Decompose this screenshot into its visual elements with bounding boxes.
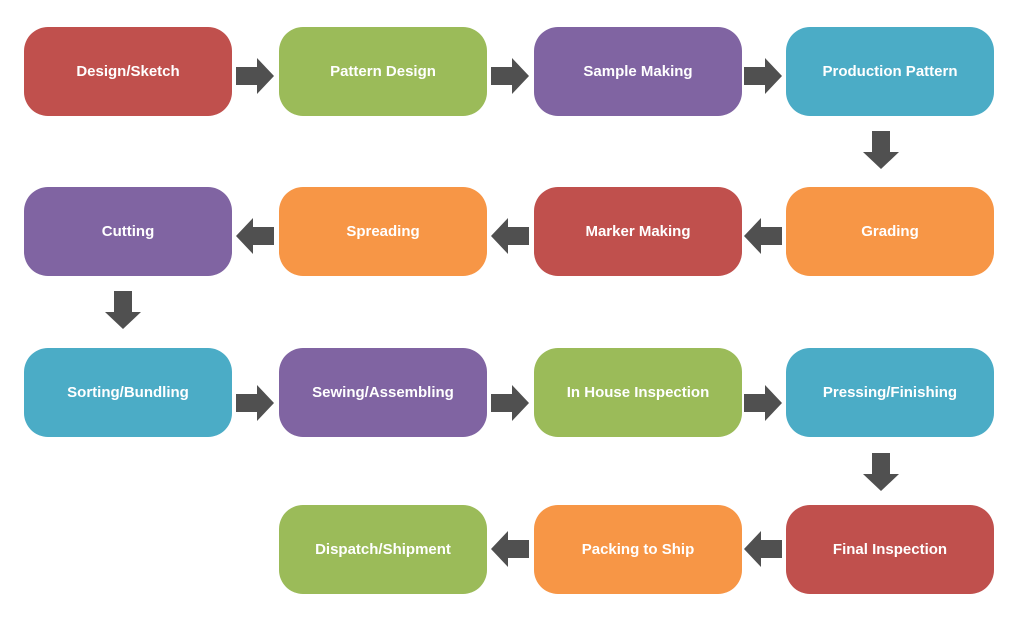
arrow-left-icon	[488, 214, 532, 258]
step-label: Design/Sketch	[76, 62, 180, 80]
arrow-left-icon	[741, 527, 785, 571]
step-sorting-bundling: Sorting/Bundling	[24, 348, 232, 437]
arrow-right-icon	[488, 54, 532, 98]
step-label: Grading	[861, 222, 919, 240]
arrow-right-icon	[233, 381, 277, 425]
step-label: Spreading	[346, 222, 420, 240]
step-cutting: Cutting	[24, 187, 232, 276]
step-label: Pressing/Finishing	[822, 383, 958, 401]
step-marker-making: Marker Making	[534, 187, 742, 276]
step-pattern-design: Pattern Design	[279, 27, 487, 116]
arrow-right-icon	[741, 381, 785, 425]
step-label: In House Inspection	[566, 383, 710, 401]
step-label: Sorting/Bundling	[67, 383, 189, 401]
step-final-inspection: Final Inspection	[786, 505, 994, 594]
step-label: Cutting	[101, 222, 155, 240]
step-label: Production Pattern	[822, 62, 958, 80]
arrow-right-icon	[233, 54, 277, 98]
arrow-right-icon	[741, 54, 785, 98]
arrow-left-icon	[233, 214, 277, 258]
step-label: Final Inspection	[832, 540, 948, 558]
step-design-sketch: Design/Sketch	[24, 27, 232, 116]
step-grading: Grading	[786, 187, 994, 276]
step-pressing-finishing: Pressing/Finishing	[786, 348, 994, 437]
step-sewing-assembling: Sewing/Assembling	[279, 348, 487, 437]
step-label: Marker Making	[585, 222, 691, 240]
step-spreading: Spreading	[279, 187, 487, 276]
step-label: Sewing/Assembling	[312, 383, 454, 401]
step-dispatch-shipment: Dispatch/Shipment	[279, 505, 487, 594]
step-sample-making: Sample Making	[534, 27, 742, 116]
arrow-down-icon	[859, 128, 903, 172]
arrow-down-icon	[859, 450, 903, 494]
step-label: Sample Making	[583, 62, 693, 80]
arrow-down-icon	[101, 288, 145, 332]
step-label: Pattern Design	[330, 62, 436, 80]
arrow-right-icon	[488, 381, 532, 425]
arrow-left-icon	[741, 214, 785, 258]
arrow-left-icon	[488, 527, 532, 571]
step-in-house-inspection: In House Inspection	[534, 348, 742, 437]
step-production-pattern: Production Pattern	[786, 27, 994, 116]
step-packing-to-ship: Packing to Ship	[534, 505, 742, 594]
step-label: Dispatch/Shipment	[315, 540, 451, 558]
step-label: Packing to Ship	[581, 540, 695, 558]
